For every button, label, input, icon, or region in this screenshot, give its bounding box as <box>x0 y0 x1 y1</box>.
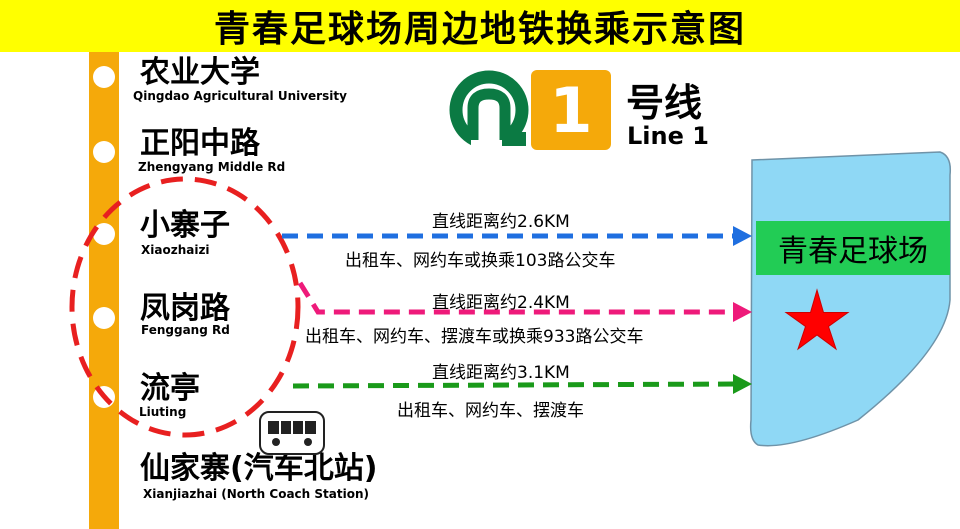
route-distance: 直线距离约3.1KM <box>432 363 570 383</box>
station-dot <box>93 141 115 163</box>
route-transport: 出租车、网约车或换乘103路公交车 <box>345 251 616 271</box>
route-arrow-line <box>292 381 737 389</box>
route-transport: 出租车、网约车、摆渡车 <box>397 401 584 421</box>
station-name-cn: 小寨子 <box>140 208 230 243</box>
station-name-en: Zhengyang Middle Rd <box>138 160 286 174</box>
station-name-en: Xiaozhaizi <box>141 243 210 257</box>
route-arrow-line <box>297 281 736 315</box>
station-dot <box>93 307 115 329</box>
line-number: 1 <box>549 73 593 147</box>
route-transport: 出租车、网约车、摆渡车或换乘933路公交车 <box>305 327 644 347</box>
station-name-cn: 正阳中路 <box>140 126 260 161</box>
station-name-en: Qingdao Agricultural University <box>133 89 347 103</box>
destination-name: 青春足球场 <box>778 234 928 269</box>
route-arrowhead <box>733 302 752 322</box>
line-label-cn: 号线 <box>626 81 703 125</box>
transfer-zone-circle <box>69 176 301 438</box>
route-distance: 直线距离约2.4KM <box>432 293 570 313</box>
stadium-area <box>749 151 952 447</box>
star-marker-icon <box>784 288 850 351</box>
station-name-cn: 农业大学 <box>140 55 260 90</box>
station-name-cn: 流亭 <box>140 371 200 406</box>
station-name-en: Fenggang Rd <box>141 323 230 337</box>
station-name-en: Liuting <box>139 405 187 419</box>
page-title: 青春足球场周边地铁换乘示意图 <box>213 9 746 50</box>
route-arrowhead <box>733 374 752 394</box>
destination-label: 青春足球场 <box>756 221 950 275</box>
station-dot <box>93 66 115 88</box>
line-number-badge: 1 <box>531 70 611 150</box>
bus-icon <box>259 411 325 455</box>
title-bar: 青春足球场周边地铁换乘示意图 <box>0 0 960 52</box>
station-name-en: Xianjiazhai (North Coach Station) <box>143 487 369 501</box>
line-label-en: Line 1 <box>627 122 709 150</box>
route-distance: 直线距离约2.6KM <box>432 212 570 232</box>
station-name-cn: 仙家寨(汽车北站) <box>140 451 378 486</box>
route-arrowhead <box>733 226 752 246</box>
metro-logo-icon <box>449 70 529 154</box>
station-name-cn: 凤岗路 <box>140 291 230 326</box>
metro-line-bar <box>89 52 119 529</box>
